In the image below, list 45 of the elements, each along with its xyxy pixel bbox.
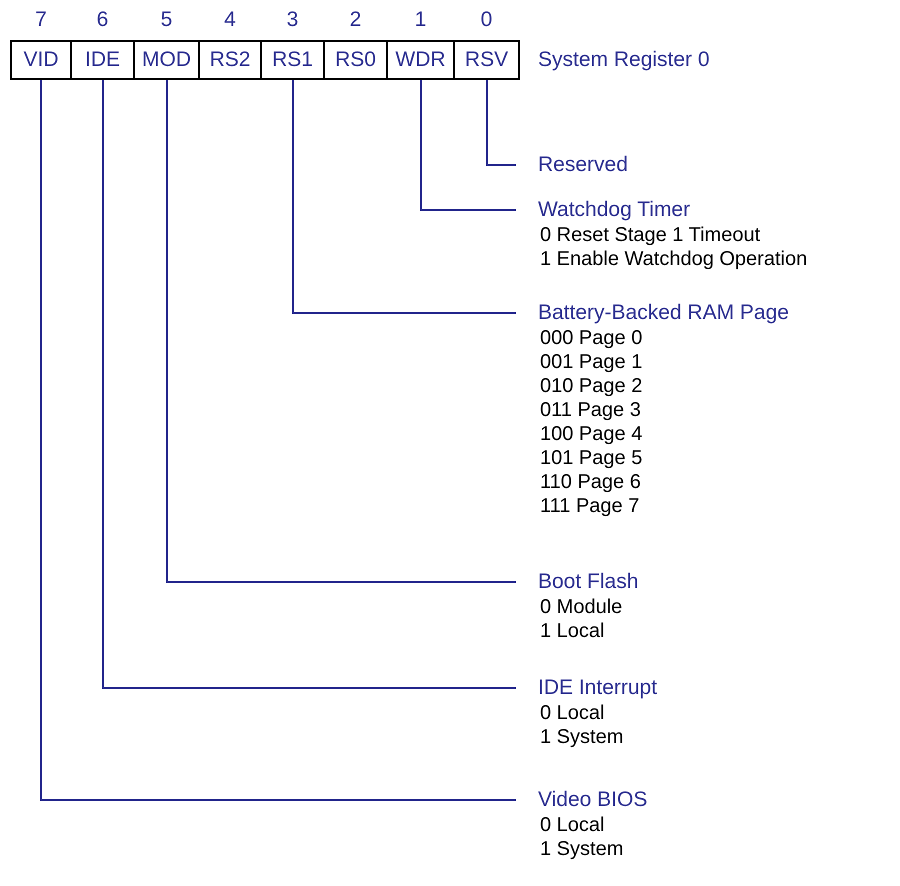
field-value: 1 Local <box>539 619 606 643</box>
bit-number: 6 <box>96 8 110 32</box>
register-name: System Register 0 <box>538 48 710 72</box>
field-title: Video BIOS <box>538 787 648 813</box>
register-bit-field: WDR <box>386 40 455 80</box>
register-bit-field: VID <box>10 40 72 80</box>
register-bit-field: RS2 <box>198 40 262 80</box>
register-bit-field: MOD <box>133 40 200 80</box>
field-title: Battery-Backed RAM Page <box>538 300 789 326</box>
field-value: 110 Page 6 <box>539 470 642 494</box>
register-bit-field: RS0 <box>323 40 388 80</box>
field-value: 1 System <box>539 837 624 861</box>
bit-number: 4 <box>223 8 237 32</box>
register-bit-field: IDE <box>70 40 135 80</box>
field-value: 0 Local <box>539 701 606 725</box>
register-bit-field: RS1 <box>260 40 325 80</box>
field-title: Reserved <box>538 152 628 178</box>
field-value: 1 Enable Watchdog Operation <box>539 247 808 271</box>
field-title: Boot Flash <box>538 569 638 595</box>
bit-number: 1 <box>414 8 428 32</box>
field-value: 1 System <box>539 725 624 749</box>
field-value: 100 Page 4 <box>539 422 644 446</box>
leader-line <box>420 80 516 211</box>
field-value: 011 Page 3 <box>539 398 642 422</box>
bit-number: 0 <box>480 8 494 32</box>
field-title: Watchdog Timer <box>538 197 692 223</box>
leader-line <box>166 80 516 583</box>
field-value: 111 Page 7 <box>539 494 640 518</box>
field-value: 0 Reset Stage 1 Timeout <box>539 223 762 247</box>
field-value: 010 Page 2 <box>539 374 644 398</box>
field-value: 001 Page 1 <box>539 350 644 374</box>
bit-number: 2 <box>348 8 362 32</box>
leader-line <box>486 80 516 166</box>
bit-number: 3 <box>286 8 300 32</box>
field-value: 101 Page 5 <box>539 446 644 470</box>
register-bit-field: RSV <box>453 40 520 80</box>
leader-line <box>292 80 516 314</box>
bit-number: 7 <box>34 8 48 32</box>
leader-line <box>40 80 516 801</box>
field-title: IDE Interrupt <box>538 675 658 701</box>
field-value: 000 Page 0 <box>539 326 644 350</box>
field-value: 0 Local <box>539 813 606 837</box>
field-value: 0 Module <box>539 595 624 619</box>
leader-line <box>102 80 516 689</box>
bit-number: 5 <box>160 8 174 32</box>
